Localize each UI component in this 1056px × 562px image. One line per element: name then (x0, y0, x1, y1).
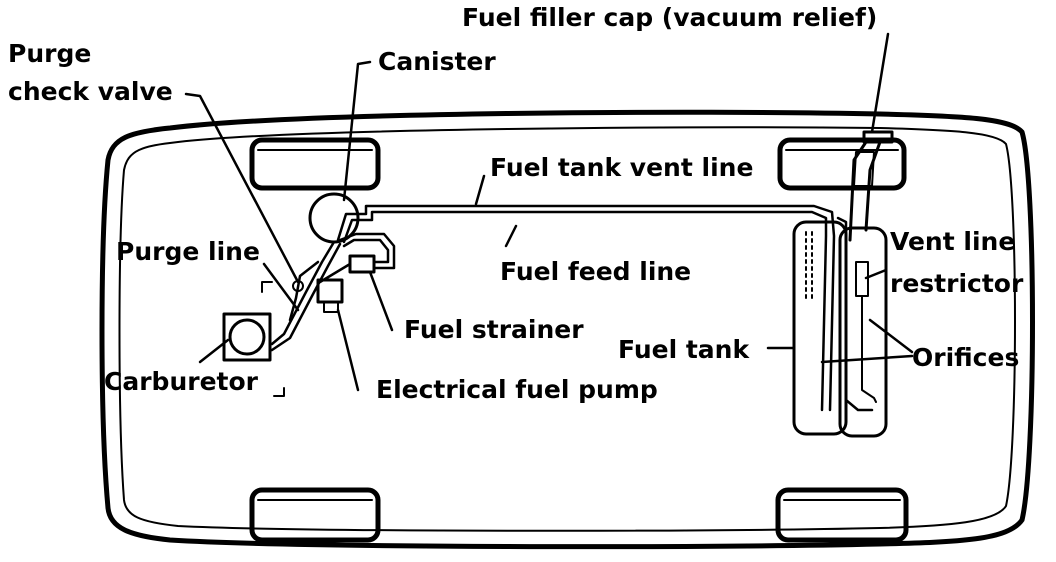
fuel-filler-neck (848, 130, 894, 242)
wheel-front-left (249, 137, 381, 191)
engine-bracket-top (261, 281, 273, 293)
fuel-tank (792, 220, 888, 438)
leader-canister (342, 60, 372, 202)
label-fuel-tank: Fuel tank (618, 335, 750, 364)
fuel-feed-line (338, 216, 874, 412)
label-purge-line: Purge line (116, 237, 260, 266)
fuel-tank-vent-line (336, 204, 836, 412)
wheel-front-right (249, 487, 381, 543)
wheel-rear-right (775, 487, 909, 543)
leader-vent-line-restrictor (864, 268, 888, 280)
label-vent-line-restrictor-line2: restrictor (890, 269, 1024, 298)
label-canister: Canister (378, 47, 496, 76)
leader-orifices-upper (868, 318, 914, 354)
leader-purge-line (262, 262, 300, 312)
leader-fuel-filler-cap (870, 32, 890, 134)
label-carburetor: Carburetor (104, 367, 258, 396)
label-electrical-fuel-pump: Electrical fuel pump (376, 375, 658, 404)
car-body-inner-outline (118, 126, 1016, 532)
leader-orifices-lower (820, 354, 914, 364)
label-fuel-feed-line: Fuel feed line (500, 257, 692, 286)
leader-fuel-tank-vent-line (474, 174, 486, 206)
label-fuel-strainer: Fuel strainer (404, 315, 584, 344)
label-purge-check-valve-line1: Purge (8, 39, 92, 68)
fuel-strainer (348, 254, 376, 274)
electrical-fuel-pump (316, 278, 344, 313)
wheel-rear-left (777, 137, 907, 191)
leader-carburetor (198, 338, 230, 364)
leader-lines (184, 32, 914, 392)
label-fuel-filler-cap: Fuel filler cap (vacuum relief) (462, 3, 878, 32)
label-purge-check-valve-line2: check valve (8, 77, 173, 106)
carburetor (222, 312, 272, 362)
leader-purge-check-valve (184, 92, 300, 284)
label-fuel-tank-vent-line: Fuel tank vent line (490, 153, 754, 182)
leader-electrical-fuel-pump (336, 308, 360, 392)
label-vent-line-restrictor-line1: Vent line (890, 227, 1016, 256)
vent-line-restrictor (855, 261, 877, 403)
purge-line (270, 240, 352, 352)
car-body-outline (99, 109, 1035, 550)
leader-fuel-feed-line (504, 224, 518, 248)
engine-bracket-bottom (273, 387, 285, 397)
label-orifices: Orifices (912, 343, 1020, 372)
leader-fuel-strainer (368, 270, 394, 332)
